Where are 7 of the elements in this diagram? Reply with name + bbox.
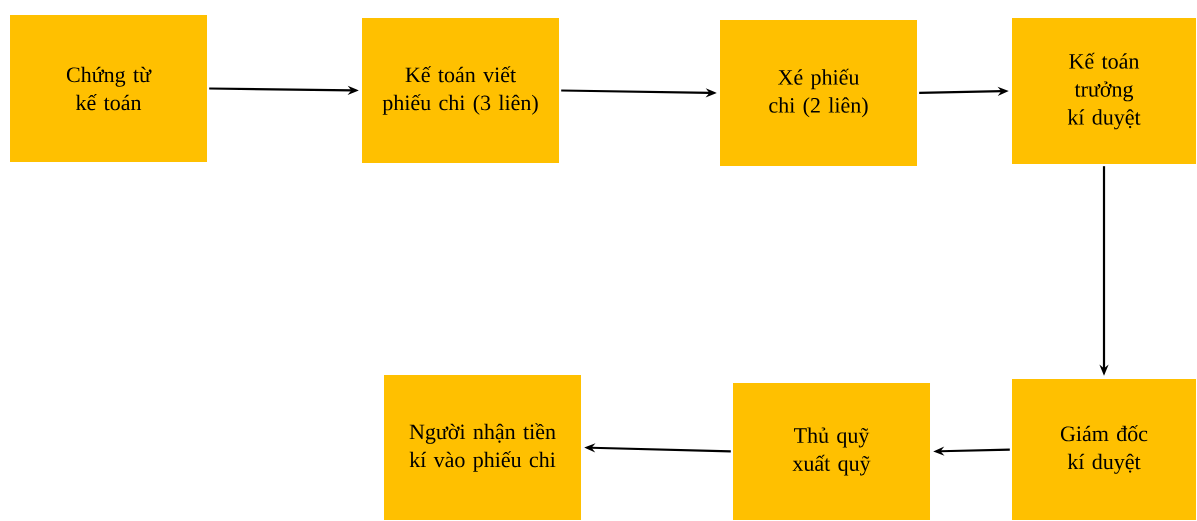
process-box: Xé phiếu chi (2 liên) [720, 20, 917, 166]
process-box: Giám đốc kí duyệt [1012, 379, 1196, 520]
process-box: Thủ quỹ xuất quỹ [733, 383, 930, 520]
process-box: Chứng từ kế toán [10, 15, 207, 162]
process-box: Kế toán viết phiếu chi (3 liên) [362, 18, 559, 163]
process-box: Kế toán trưởng kí duyệt [1012, 18, 1196, 164]
process-box: Người nhận tiền kí vào phiếu chi [384, 375, 581, 520]
